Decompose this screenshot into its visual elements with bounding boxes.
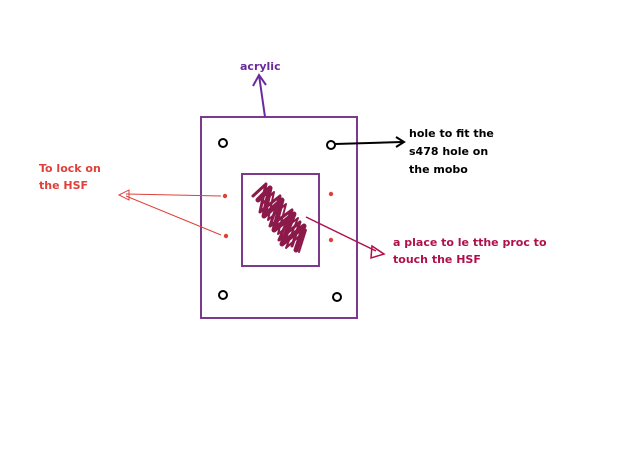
hole-arrow [334,136,406,148]
acrylic-plate [200,116,358,319]
proc-label-line-1: a place to le tthe proc to [393,236,547,249]
hole-label-line-2: s478 hole on [409,145,488,158]
processor-window [241,173,320,267]
processor-arrow [305,216,386,260]
mounting-hole-bottom-left [218,290,228,300]
acrylic-label: acrylic [240,60,281,73]
lock-dot-left-top [222,193,228,199]
hole-label-line-3: the mobo [409,163,468,176]
lock-label-line-1: To lock on [39,162,101,175]
mounting-hole-bottom-right [332,292,342,302]
mounting-hole-top-right [326,140,336,150]
lock-dot-right-top [328,191,334,197]
acrylic-arrow [252,73,267,118]
mounting-hole-top-left [218,138,228,148]
lock-dot-right-bottom [328,237,334,243]
hole-label-line-1: hole to fit the [409,127,494,140]
processor-contact-zigzag [251,182,307,253]
lock-arrows [117,189,222,236]
lock-label-line-2: the HSF [39,179,88,192]
lock-dot-left-bottom [223,233,229,239]
proc-label-line-2: touch the HSF [393,253,481,266]
